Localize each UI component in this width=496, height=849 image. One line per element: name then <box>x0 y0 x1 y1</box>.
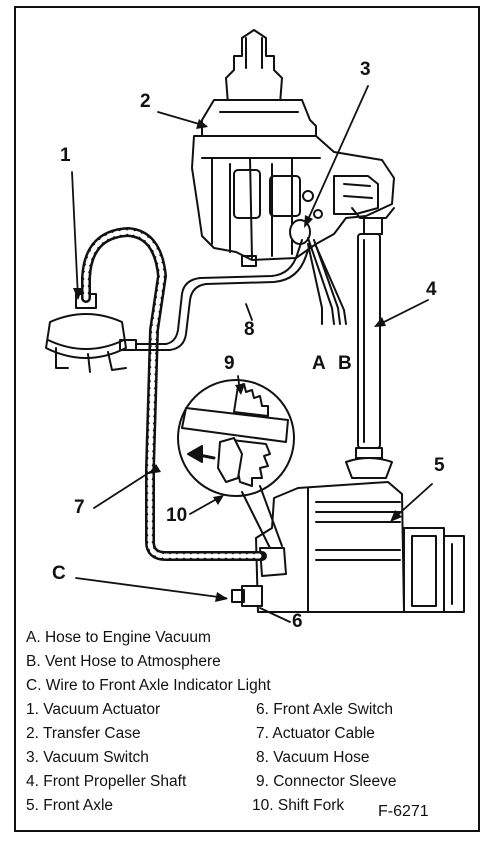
legend-item-2: 2. Transfer Case <box>26 725 141 742</box>
mechanism-illustration <box>45 29 465 623</box>
legend-item-4: 4. Front Propeller Shaft <box>26 773 187 790</box>
actuator-cable-drawing <box>81 227 267 561</box>
legend-item-6: 6. Front Axle Switch <box>256 701 393 718</box>
legend-item-5: 5. Front Axle <box>26 797 114 814</box>
callout-2: 2 <box>140 91 151 112</box>
legend-item-1: 1. Vacuum Actuator <box>26 701 161 718</box>
transfer-case-drawing <box>191 29 395 267</box>
legend-item-7: 7. Actuator Cable <box>256 725 375 742</box>
legend-item-c: C. Wire to Front Axle Indicator Light <box>26 677 271 694</box>
callout-6: 6 <box>292 611 303 632</box>
callout-b: B <box>338 353 352 374</box>
legend-item-b: B. Vent Hose to Atmosphere <box>26 653 221 670</box>
callout-5: 5 <box>434 455 445 476</box>
legend-item-9: 9. Connector Sleeve <box>256 773 397 790</box>
diagram-frame: 1 2 3 4 5 6 7 8 9 10 A B C A. Hose to En… <box>14 6 480 832</box>
legend-item-8: 8. Vacuum Hose <box>256 749 370 766</box>
callout-9: 9 <box>224 353 235 374</box>
leader-arrowheads <box>73 119 402 602</box>
legend-item-10: 10. Shift Fork <box>252 797 345 814</box>
callout-a: A <box>312 353 326 374</box>
vacuum-actuator-drawing <box>45 293 137 373</box>
callout-c: C <box>52 563 66 584</box>
vacuum-hose-drawing <box>135 239 311 351</box>
figure-id: F-6271 <box>378 803 429 820</box>
propeller-shaft-drawing <box>345 207 395 479</box>
front-axle-drawing <box>231 481 465 613</box>
callout-1: 1 <box>60 145 71 166</box>
callout-3: 3 <box>360 59 371 80</box>
legend-item-3: 3. Vacuum Switch <box>26 749 149 766</box>
callout-8: 8 <box>244 319 255 340</box>
callout-4: 4 <box>426 279 437 300</box>
shift-fork-detail <box>177 379 295 549</box>
callout-7: 7 <box>74 497 85 518</box>
callout-10: 10 <box>166 505 188 526</box>
legend-item-a: A. Hose to Engine Vacuum <box>26 629 211 646</box>
